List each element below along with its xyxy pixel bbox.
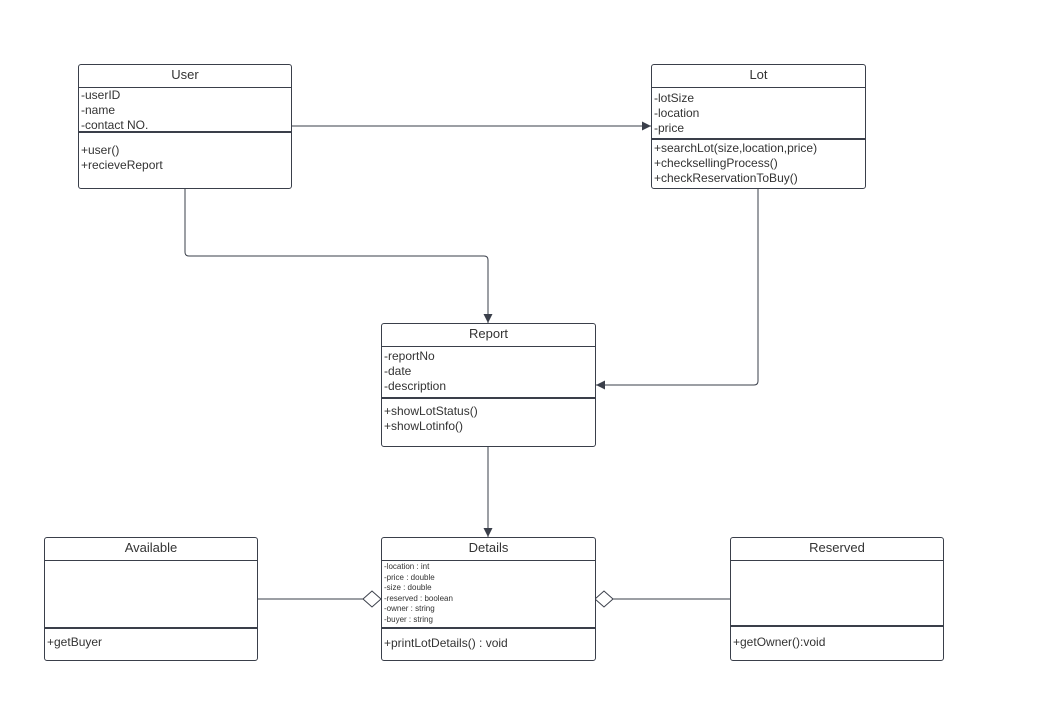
class-reserved-attributes	[731, 561, 943, 627]
attribute: -location	[654, 106, 700, 120]
class-reserved-title: Reserved	[731, 538, 943, 561]
class-details-methods: +printLotDetails() : void	[382, 629, 595, 651]
attribute: -location : int	[384, 562, 430, 571]
class-details-title: Details	[382, 538, 595, 561]
class-lot-methods: +searchLot(size,location,price) +checkse…	[652, 140, 865, 186]
attribute: -lotSize	[654, 91, 695, 105]
attribute: -description	[384, 379, 447, 393]
class-report-title: Report	[382, 324, 595, 347]
method: +getOwner():void	[733, 635, 826, 649]
attribute: -price	[654, 121, 685, 135]
connector-user-to-report	[184, 188, 493, 323]
attribute: -name	[81, 103, 116, 117]
class-report[interactable]: Report -reportNo -date -description +sho…	[381, 323, 596, 447]
class-user-methods: +user() +recieveReport	[79, 133, 291, 173]
class-user-title: User	[79, 65, 291, 88]
method: +checksellingProcess()	[654, 156, 778, 170]
method: +checkReservationToBuy()	[654, 171, 798, 185]
attribute: -contact NO.	[81, 118, 149, 132]
method: +user()	[81, 143, 120, 157]
method: +recieveReport	[81, 158, 163, 172]
class-details[interactable]: Details -location : int -price : double …	[381, 537, 596, 661]
class-available-attributes	[45, 561, 257, 629]
attribute: -owner : string	[384, 604, 435, 613]
method: +printLotDetails() : void	[384, 636, 508, 650]
class-available-title: Available	[45, 538, 257, 561]
method: +showLotStatus()	[384, 404, 478, 418]
class-reserved[interactable]: Reserved +getOwner():void	[730, 537, 944, 661]
class-lot-attributes: -lotSize -location -price	[652, 88, 865, 140]
class-lot-title: Lot	[652, 65, 865, 88]
class-report-methods: +showLotStatus() +showLotinfo()	[382, 399, 595, 434]
class-lot[interactable]: Lot -lotSize -location -price +searchLot…	[651, 64, 866, 189]
attribute: -date	[384, 364, 412, 378]
attribute: -reserved : boolean	[384, 593, 453, 603]
attribute: -price : double	[384, 572, 435, 582]
attribute: -userID	[81, 88, 121, 102]
class-reserved-methods: +getOwner():void	[731, 627, 943, 650]
class-user-attributes: -userID -name -contact NO.	[79, 88, 291, 133]
method: +showLotinfo()	[384, 419, 464, 433]
method: +getBuyer	[47, 635, 103, 649]
class-available-methods: +getBuyer	[45, 629, 257, 650]
aggregation-diamond-right	[594, 590, 614, 608]
attribute: -buyer : string	[384, 614, 433, 624]
class-report-attributes: -reportNo -date -description	[382, 347, 595, 399]
method: +searchLot(size,location,price)	[654, 141, 818, 155]
attribute: -reportNo	[384, 349, 435, 363]
class-details-attributes: -location : int -price : double -size : …	[382, 561, 595, 629]
attribute: -size : double	[384, 583, 432, 592]
class-user[interactable]: User -userID -name -contact NO. +user() …	[78, 64, 292, 189]
connector-lot-to-report	[596, 188, 759, 390]
aggregation-diamond-left	[362, 590, 382, 608]
class-available[interactable]: Available +getBuyer	[44, 537, 258, 661]
